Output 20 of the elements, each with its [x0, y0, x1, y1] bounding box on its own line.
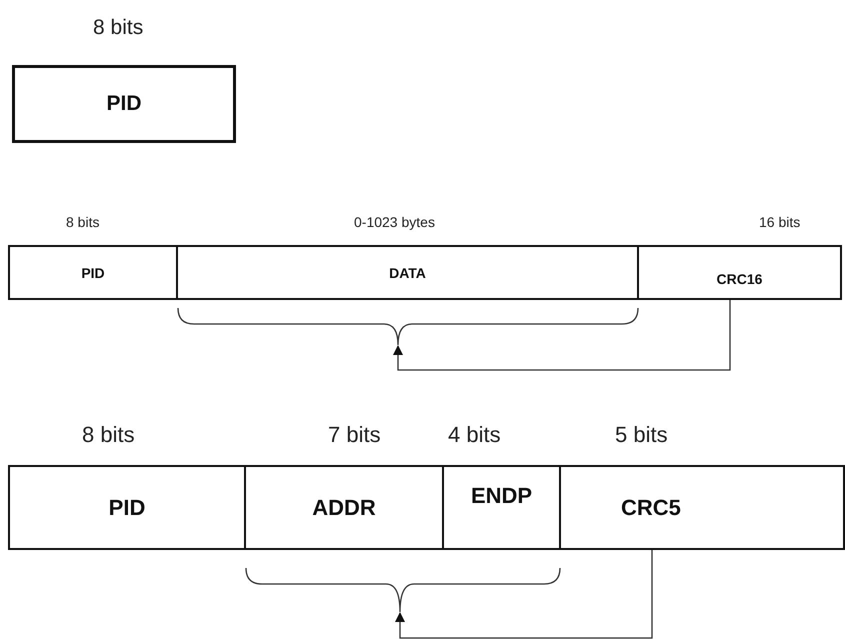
- field-size-label: 8 bits: [93, 16, 144, 40]
- field-size-label: 16 bits: [759, 214, 800, 230]
- curly-bracket: [177, 308, 639, 346]
- arrow: [395, 550, 653, 639]
- field-name: PID: [108, 494, 146, 520]
- field-name: CRC16: [716, 270, 762, 286]
- field-size-label: 8 bits: [82, 422, 135, 448]
- field-size-label: 0-1023 bytes: [354, 214, 435, 230]
- field-name: DATA: [389, 264, 426, 280]
- field-size-label: 5 bits: [615, 422, 668, 448]
- field-name: ENDP: [470, 482, 532, 508]
- field-name: PID: [81, 264, 105, 280]
- field-size-label: 7 bits: [328, 422, 381, 448]
- field-name: PID: [106, 92, 142, 116]
- field-name: ADDR: [312, 494, 376, 520]
- arrow: [393, 300, 731, 371]
- curly-bracket: [245, 568, 561, 613]
- field-name: CRC5: [621, 494, 681, 520]
- field-size-label: 4 bits: [448, 422, 501, 448]
- field-size-label: 8 bits: [66, 214, 100, 230]
